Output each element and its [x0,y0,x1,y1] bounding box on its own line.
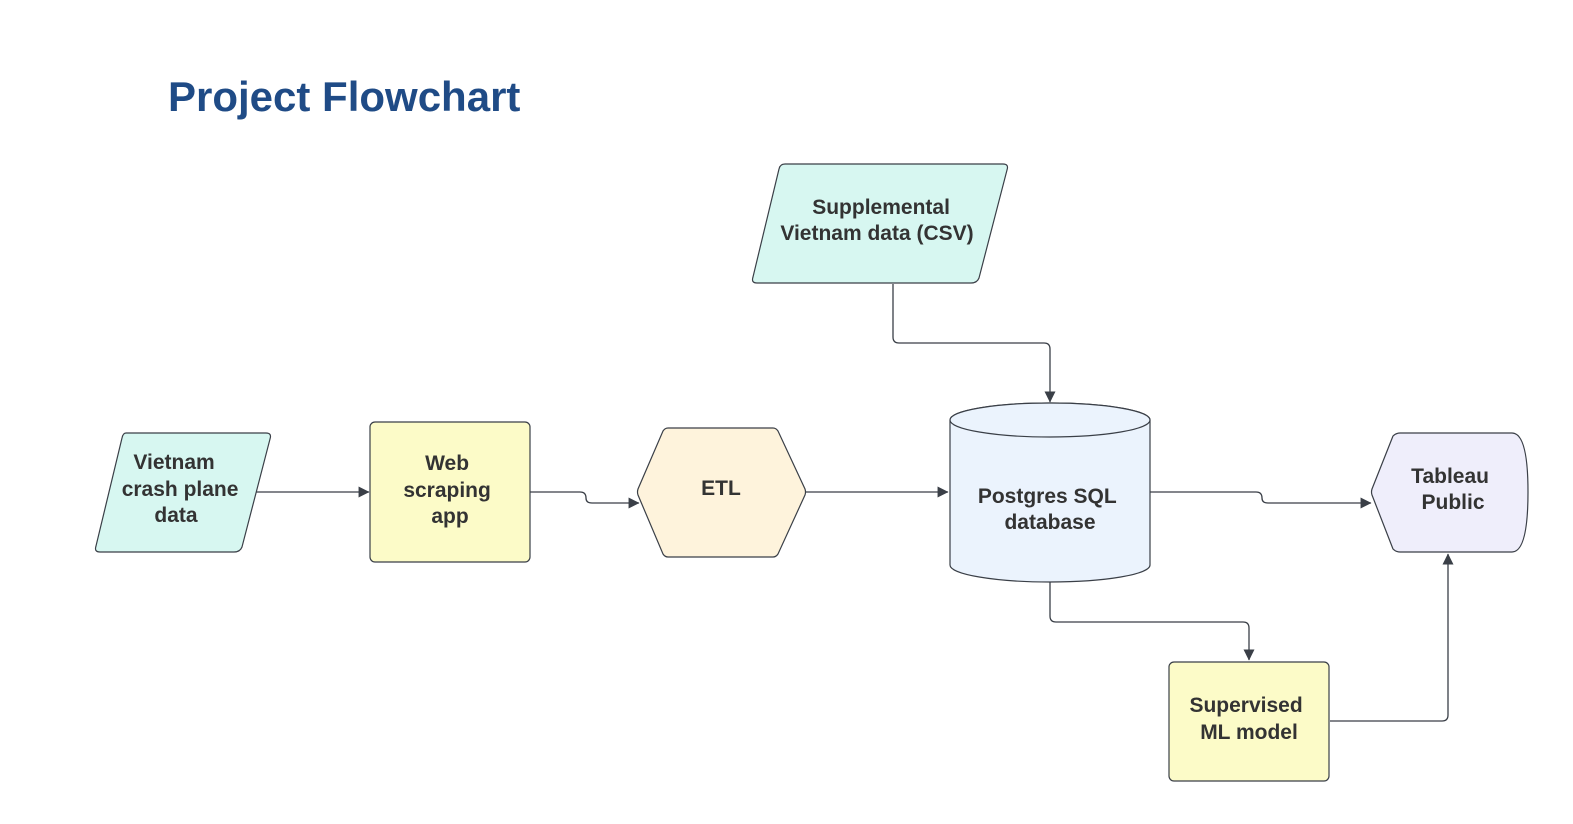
node-label-line: Vietnam [133,451,214,474]
rectangle-shape [369,421,531,563]
node-label-line: Web [425,452,469,475]
node-supplemental-vietnam-data[interactable]: Supplemental Vietnam data (CSV) [751,163,1009,284]
node-vietnam-crash-plane-data[interactable]: Vietnam crash plane data [94,432,272,553]
rectangle-shape [1168,661,1330,782]
node-postgres-sql-database[interactable]: Postgres SQL database [949,402,1151,583]
node-label-line: Public [1421,491,1484,514]
svg-text:Postgres SQL database: Postgres SQL database [978,485,1122,534]
edge-mlmodel-to-tableau [1330,553,1454,722]
display-shape [1370,432,1529,553]
node-label-line: Postgres SQL [978,485,1117,508]
svg-text:Web scraping app: Web scraping app [403,452,496,528]
edge-supplemental-to-postgres [892,284,1056,403]
node-label-line: ML model [1200,721,1298,744]
node-label-line: Supplemental [812,196,950,219]
parallelogram-shape [751,163,1009,284]
svg-text:Supplemental Vietnam dat: Supplemental Vietnam data (CSV) [780,196,973,245]
node-label-line: Vietnam data (CSV) [780,222,973,245]
edge-postgres-to-tableau [1150,491,1372,509]
parallelogram-shape [94,432,272,553]
svg-text:Tableau Public: Tableau Public [1411,465,1495,514]
node-supervised-ml-model[interactable]: Supervised ML model [1168,661,1330,782]
edge-webscraping-to-etl [530,491,640,509]
node-etl[interactable]: ETL [636,427,807,558]
svg-text:ETL: ETL [701,477,741,500]
svg-text:Vietnam crash plane: Vietnam crash plane data [122,451,245,527]
page-title: Project Flowchart [168,73,520,120]
node-label-line: app [431,505,468,528]
node-web-scraping-app[interactable]: Web scraping app [369,421,531,563]
node-label-line: data [154,504,198,527]
node-label-line: Tableau [1411,465,1489,488]
node-tableau-public[interactable]: Tableau Public [1370,432,1529,553]
node-label-line: scraping [403,479,491,502]
hexagon-shape [636,427,807,558]
edges [256,284,1454,722]
node-label-line: database [1004,511,1095,534]
edge-postgres-to-mlmodel [1049,582,1255,661]
node-label-line: ETL [701,477,741,500]
node-label-line: crash plane [122,478,239,501]
svg-text:Supervised ML model: Supervised ML model [1189,694,1308,744]
cylinder-top-shape [949,402,1151,438]
node-label-line: Supervised [1189,694,1302,717]
